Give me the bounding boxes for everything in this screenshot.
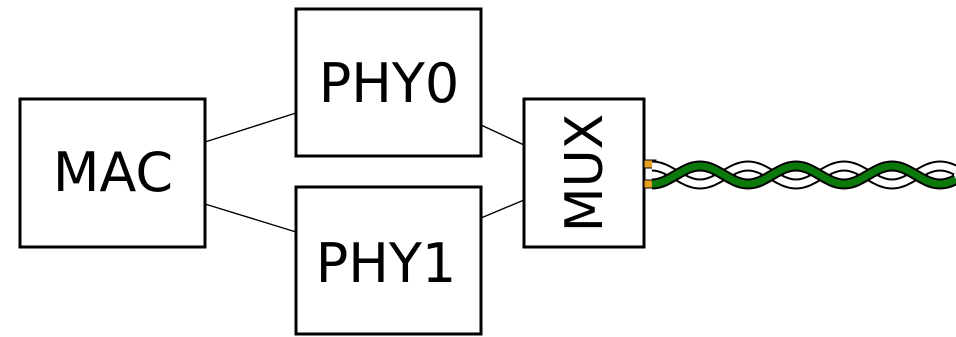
wire-phy1-mux — [480, 199, 525, 219]
wire-mac-phy0 — [204, 112, 297, 143]
cable-conductor-a — [651, 162, 956, 188]
phy1-block: PHY1 — [294, 185, 483, 336]
phy1-label: PHY1 — [316, 232, 457, 295]
wire-phy0-mux — [480, 124, 525, 146]
mux-block: MUX — [522, 97, 646, 249]
mux-label: MUX — [555, 114, 615, 233]
phy0-block: PHY0 — [294, 7, 483, 158]
phy0-label: PHY0 — [319, 52, 460, 115]
cable-conductor-b — [651, 162, 956, 188]
twisted-pair-cable — [651, 160, 956, 190]
mac-block: MAC — [18, 97, 207, 249]
wire-mac-phy1 — [204, 203, 297, 233]
mac-label: MAC — [53, 141, 173, 204]
